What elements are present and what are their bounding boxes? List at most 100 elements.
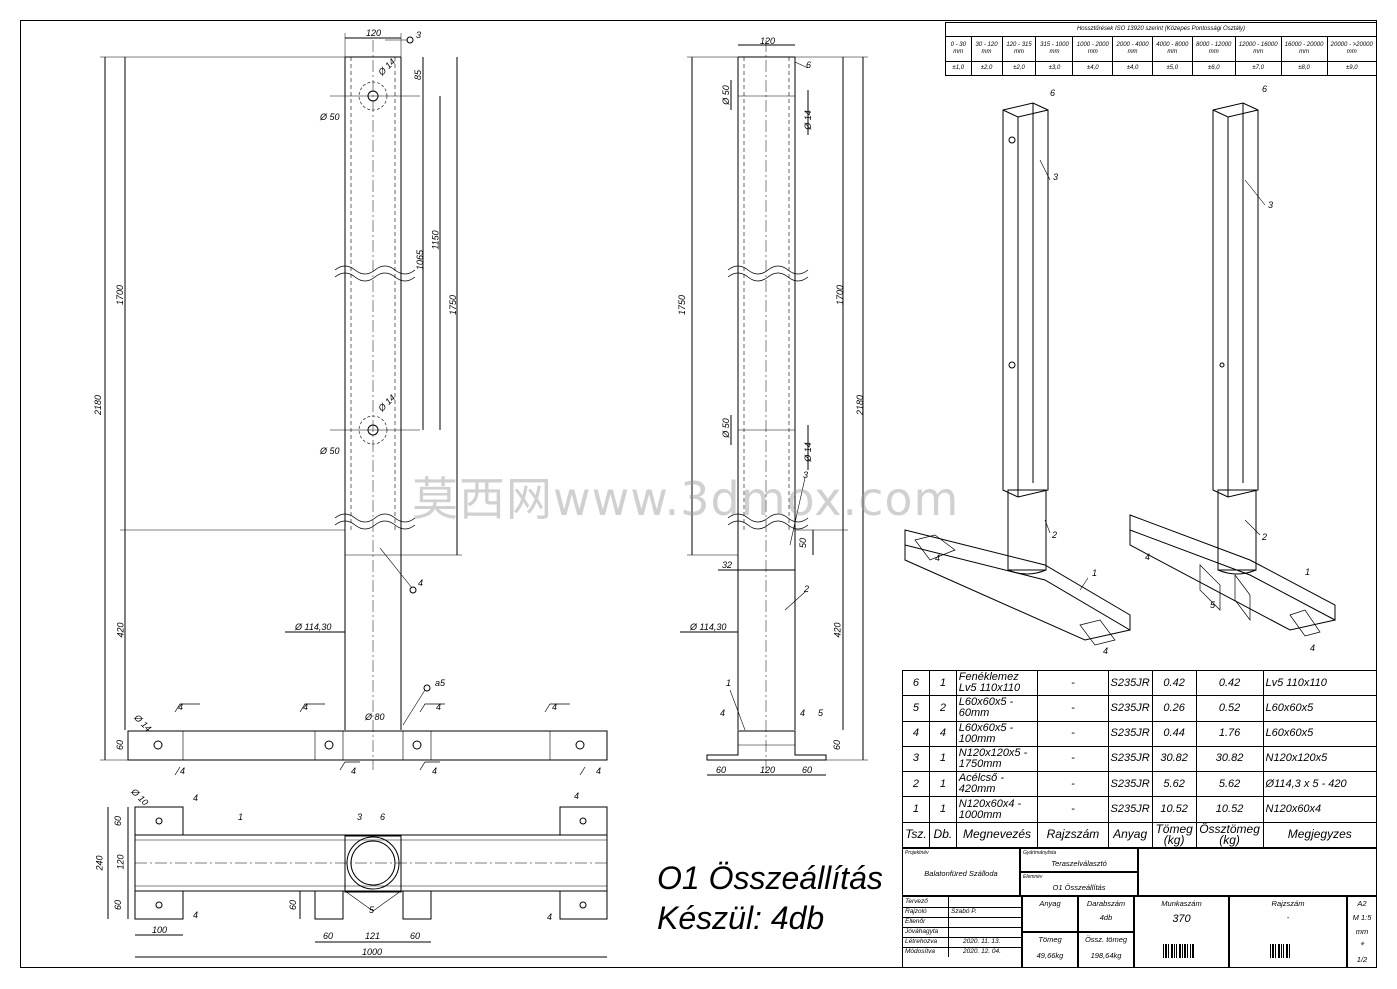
tolerance-value-cell: ±8,0 [1280, 61, 1328, 76]
tolerance-range-cell: 315 - 1000 mm [1035, 35, 1074, 63]
tolerance-title: Hossztűrések ISO 13920 szerint (Közepes … [945, 22, 1377, 37]
weld-3-front: 3 [416, 30, 422, 40]
bom-cell: 6 [902, 669, 930, 697]
tolerance-value-cell: ±2,0 [1001, 61, 1037, 76]
bom-cell: 3 [902, 745, 930, 773]
bom-cell: 10.52 [1195, 796, 1264, 823]
product-list-cell: Gyártmánylista Teraszelválasztó [1020, 848, 1138, 872]
bom-cell: 2 [928, 695, 957, 722]
tolerance-value-cell: ±7,0 [1234, 61, 1282, 76]
bom-cell: 0.42 [1151, 669, 1197, 697]
tolerance-value-cell: ±4,0 [1072, 61, 1114, 76]
iso-view-right [1129, 102, 1336, 637]
dim-phi114-side: Ø 114,30 [690, 622, 727, 632]
dim-1700-front: 1700 [115, 284, 126, 306]
bom-cell: 0.52 [1195, 695, 1264, 722]
barcode-left [1163, 944, 1194, 958]
dim-60-top-d: 60 [410, 931, 421, 941]
dim-1700-side: 1700 [835, 284, 846, 306]
bom-cell: - [1037, 695, 1109, 722]
part-5-top: 5 [369, 905, 375, 915]
part-1-iso-right: 1 [1305, 567, 1311, 577]
bom-cell: 1 [928, 771, 957, 798]
element-cell: Elemnév O1 Összeállítás [1020, 872, 1138, 896]
bom-cell: N120x60x4 [1262, 796, 1378, 823]
dim-60-side-right: 60 [802, 765, 813, 775]
dim-1065: 1065 [415, 249, 426, 271]
dim-120-front: 120 [366, 28, 382, 38]
bom-cell: Lv5 110x110 [1262, 669, 1378, 697]
dim-phi14-side-bottom: Ø 14 [802, 442, 813, 462]
bom-cell: 5 [902, 695, 930, 722]
bom-cell: 10.52 [1151, 796, 1197, 823]
dim-60-top-c: 60 [323, 931, 334, 941]
bom-header-cell: Rajzszám [1037, 821, 1109, 849]
bom-header-cell: Anyag [1107, 821, 1153, 849]
weld-a5: a5 [435, 678, 446, 688]
dim-phi50-top: Ø 50 [320, 112, 340, 122]
part-4-side-a: 4 [720, 708, 726, 718]
dim-2180-side: 2180 [855, 394, 866, 416]
dim-120-side-base: 120 [760, 765, 776, 775]
weld-4-g: 4 [432, 766, 438, 776]
bom-cell: 1.76 [1195, 720, 1264, 747]
dim-phi50-side-bottom: Ø 50 [720, 418, 731, 438]
weld-4-a: 4 [178, 702, 184, 712]
dim-60-top-e: 60 [288, 899, 299, 911]
tolerance-values-row: ±1,0±2,0±2,0±3,0±4,0±4,0±5,0±6,0±7,0±8,0… [945, 61, 1378, 76]
bom-cell: L60x60x5 - 60mm [955, 695, 1039, 722]
part-4-iso-right-a: 4 [1145, 552, 1151, 562]
part-4-iso-left-a: 4 [935, 553, 941, 563]
part-4-top-b: 4 [574, 791, 580, 801]
part-4-top-c: 4 [193, 910, 199, 920]
tolerance-value-cell: ±5,0 [1151, 61, 1193, 76]
tolerance-table: Hossztűrések ISO 13920 szerint (Közepes … [945, 22, 1378, 76]
part-3-top: 3 [357, 812, 363, 822]
part-1-side: 1 [726, 678, 732, 688]
bom-cell: N120x120x5 [1262, 745, 1378, 773]
blank-cell [1138, 848, 1377, 896]
part-4-top-d: 4 [547, 912, 553, 922]
dim-1000: 1000 [362, 947, 383, 957]
tolerance-range-cell: 2000 - 4000 mm [1112, 35, 1153, 63]
tolerance-range-cell: 0 - 30 mm [945, 35, 972, 63]
iso-view-left [904, 102, 1131, 646]
bom-cell: S235JR [1107, 745, 1153, 773]
part-2-iso-left: 2 [1052, 530, 1058, 540]
dim-phi50-bottom: Ø 50 [320, 446, 340, 456]
tolerance-range-cell: 1000 - 2000 mm [1072, 35, 1114, 63]
bom-cell: 1 [928, 745, 957, 773]
bom-cell: N120x60x4 - 1000mm [955, 796, 1039, 823]
dim-120-top: 120 [115, 854, 126, 870]
bom-cell: 0.44 [1151, 720, 1197, 747]
tolerance-range-cell: 30 - 120 mm [970, 35, 1003, 63]
part-4-iso-left-b: 4 [1103, 646, 1109, 656]
part-2-iso-right: 2 [1262, 532, 1268, 542]
bom-cell: S235JR [1107, 720, 1153, 747]
tolerance-range-cell: 12000 - 16000 mm [1234, 35, 1282, 63]
part-4-iso-right-b: 4 [1310, 643, 1316, 653]
drawing-number-cell: Rajzszám- [1229, 896, 1347, 968]
dim-60-front: 60 [115, 739, 126, 751]
part-3-iso-right: 3 [1268, 200, 1274, 210]
format-cell: A2 M 1:5 mm ⌖ 1/2 [1347, 896, 1377, 968]
bom-cell: - [1037, 720, 1109, 747]
project-name: Balatonfüred Szálloda [924, 869, 998, 878]
tolerance-range-cell: 4000 - 8000 mm [1151, 35, 1193, 63]
bom-cell: - [1037, 796, 1109, 823]
tolerance-range-cell: 8000 - 12000 mm [1191, 35, 1236, 63]
dim-100: 100 [152, 925, 168, 935]
quantity-note: Készül: 4db [657, 900, 825, 936]
weld-4-b: 4 [303, 702, 309, 712]
drawing-frame [20, 20, 1377, 968]
title-block: Projektnév Balatonfüred Szálloda Gyártmá… [902, 848, 1377, 968]
weld-4-front: 4 [418, 578, 424, 588]
dim-1750-side: 1750 [677, 294, 688, 316]
bom-header-cell: Megjegyzes [1262, 821, 1378, 849]
